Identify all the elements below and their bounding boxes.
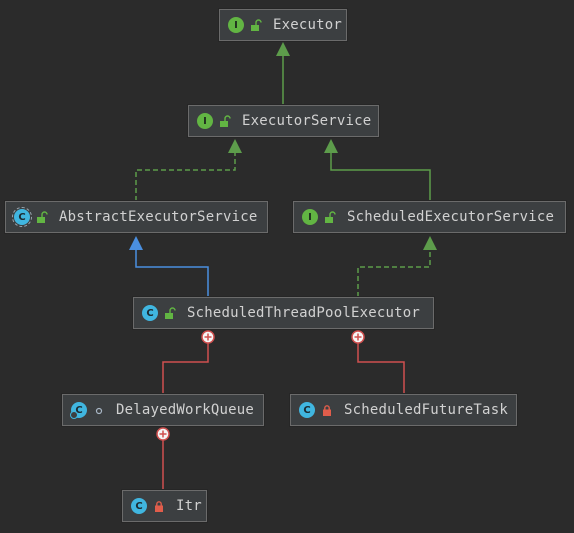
lock-red-icon bbox=[153, 500, 165, 512]
inner-marker-delayedworkqueue bbox=[156, 427, 170, 441]
static-class-icon: C bbox=[70, 402, 87, 419]
unlocked-green-icon bbox=[164, 307, 176, 319]
node-abstract-executor-service[interactable]: C AbstractExecutorService bbox=[5, 201, 268, 233]
edge-abstract-to-executorservice bbox=[135, 152, 236, 201]
arrowhead-abstract bbox=[129, 236, 143, 250]
abstract-class-icon: C bbox=[12, 207, 32, 227]
node-scheduled-future-task[interactable]: C ScheduledFutureTask bbox=[290, 394, 517, 426]
node-label: Itr bbox=[176, 498, 202, 514]
node-label: AbstractExecutorService bbox=[59, 209, 258, 225]
lock-red-icon bbox=[321, 404, 333, 416]
edge-stpe-to-scheduledservice bbox=[357, 249, 431, 297]
unlocked-green-icon bbox=[250, 19, 262, 31]
node-delayed-work-queue[interactable]: C DelayedWorkQueue bbox=[62, 394, 264, 426]
arrowhead-executor bbox=[276, 42, 290, 56]
unlocked-green-icon bbox=[324, 211, 336, 223]
edge-stpe-to-abstract bbox=[135, 249, 209, 297]
interface-icon: I bbox=[228, 17, 244, 33]
edge-scheduledfuturetask-inner bbox=[357, 343, 405, 394]
node-executor-service[interactable]: I ExecutorService bbox=[188, 105, 379, 137]
node-executor[interactable]: I Executor bbox=[219, 9, 347, 41]
inner-marker-stpe-left bbox=[201, 330, 215, 344]
unlocked-green-icon bbox=[219, 115, 231, 127]
class-icon: C bbox=[299, 402, 315, 418]
node-scheduled-executor-service[interactable]: I ScheduledExecutorService bbox=[293, 201, 566, 233]
interface-icon: I bbox=[302, 209, 318, 225]
circle-outline-icon bbox=[93, 404, 105, 416]
edge-scheduled-to-executorservice bbox=[330, 152, 431, 201]
node-label: ScheduledExecutorService bbox=[347, 209, 555, 225]
node-label: ScheduledThreadPoolExecutor bbox=[187, 305, 420, 321]
edge-delayedworkqueue-inner bbox=[162, 343, 209, 394]
inner-marker-stpe-right bbox=[351, 330, 365, 344]
node-label: ExecutorService bbox=[242, 113, 372, 129]
class-icon: C bbox=[142, 305, 158, 321]
arrowhead-executorservice-right bbox=[324, 139, 338, 153]
class-icon: C bbox=[131, 498, 147, 514]
arrowhead-scheduledservice bbox=[423, 236, 437, 250]
node-itr[interactable]: C Itr bbox=[122, 490, 207, 522]
node-label: DelayedWorkQueue bbox=[116, 402, 255, 418]
node-label: Executor bbox=[273, 17, 343, 33]
node-label: ScheduledFutureTask bbox=[344, 402, 508, 418]
unlocked-green-icon bbox=[36, 211, 48, 223]
node-scheduled-thread-pool-executor[interactable]: C ScheduledThreadPoolExecutor bbox=[133, 297, 434, 329]
arrowhead-executorservice-left bbox=[228, 139, 242, 153]
interface-icon: I bbox=[197, 113, 213, 129]
